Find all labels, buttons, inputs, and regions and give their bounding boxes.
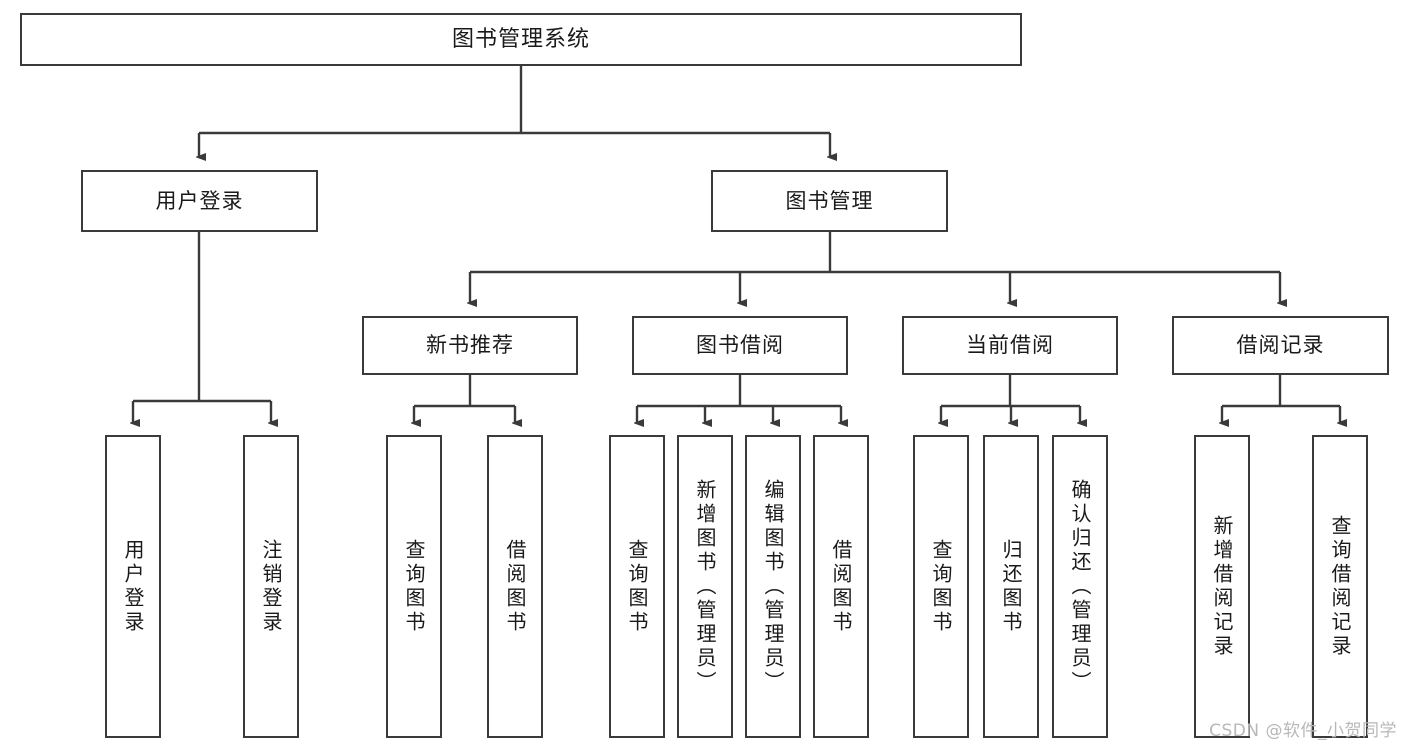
node-leaf-2[interactable]: 注销登录 — [243, 435, 299, 738]
node-level3-3-label: 当前借阅 — [966, 333, 1054, 358]
node-leaf-5[interactable]: 查询图书 — [609, 435, 665, 738]
node-leaf-13-label: 查询借阅记录 — [1328, 514, 1352, 659]
node-leaf-7[interactable]: 编辑图书（管理员） — [745, 435, 801, 738]
node-root-system[interactable]: 图书管理系统 — [20, 13, 1022, 66]
node-level3-1-label: 新书推荐 — [426, 333, 514, 358]
node-level3-4[interactable]: 借阅记录 — [1172, 316, 1389, 375]
node-leaf-4[interactable]: 借阅图书 — [487, 435, 543, 738]
watermark-text: CSDN @软件_小贺同学 — [1209, 721, 1397, 741]
node-level3-3[interactable]: 当前借阅 — [902, 316, 1118, 375]
node-leaf-8-label: 借阅图书 — [829, 538, 853, 635]
node-leaf-11[interactable]: 确认归还（管理员） — [1052, 435, 1108, 738]
node-leaf-5-label: 查询图书 — [625, 538, 649, 635]
node-leaf-1-label: 用户登录 — [121, 538, 145, 635]
node-level3-1[interactable]: 新书推荐 — [362, 316, 578, 375]
node-leaf-10[interactable]: 归还图书 — [983, 435, 1039, 738]
node-leaf-11-label: 确认归还（管理员） — [1068, 478, 1092, 695]
node-leaf-9[interactable]: 查询图书 — [913, 435, 969, 738]
node-leaf-2-label: 注销登录 — [259, 538, 283, 635]
node-leaf-9-label: 查询图书 — [929, 538, 953, 635]
node-leaf-3-label: 查询图书 — [402, 538, 426, 635]
node-level2-2-label: 图书管理 — [785, 188, 874, 213]
node-level2-2[interactable]: 图书管理 — [711, 170, 948, 232]
node-leaf-10-label: 归还图书 — [999, 538, 1023, 635]
node-leaf-1[interactable]: 用户登录 — [105, 435, 161, 738]
node-level2-1-label: 用户登录 — [155, 188, 244, 213]
node-leaf-7-label: 编辑图书（管理员） — [761, 478, 785, 695]
node-leaf-4-label: 借阅图书 — [503, 538, 527, 635]
node-root-label: 图书管理系统 — [451, 26, 590, 52]
node-leaf-6[interactable]: 新增图书（管理员） — [677, 435, 733, 738]
node-level3-2[interactable]: 图书借阅 — [632, 316, 848, 375]
node-leaf-8[interactable]: 借阅图书 — [813, 435, 869, 738]
node-leaf-12[interactable]: 新增借阅记录 — [1194, 435, 1250, 738]
node-level3-4-label: 借阅记录 — [1236, 333, 1325, 358]
node-leaf-3[interactable]: 查询图书 — [386, 435, 442, 738]
node-leaf-12-label: 新增借阅记录 — [1210, 514, 1234, 659]
node-level2-1[interactable]: 用户登录 — [81, 170, 318, 232]
node-leaf-13[interactable]: 查询借阅记录 — [1312, 435, 1368, 738]
node-level3-2-label: 图书借阅 — [696, 333, 784, 358]
node-leaf-6-label: 新增图书（管理员） — [693, 478, 717, 695]
